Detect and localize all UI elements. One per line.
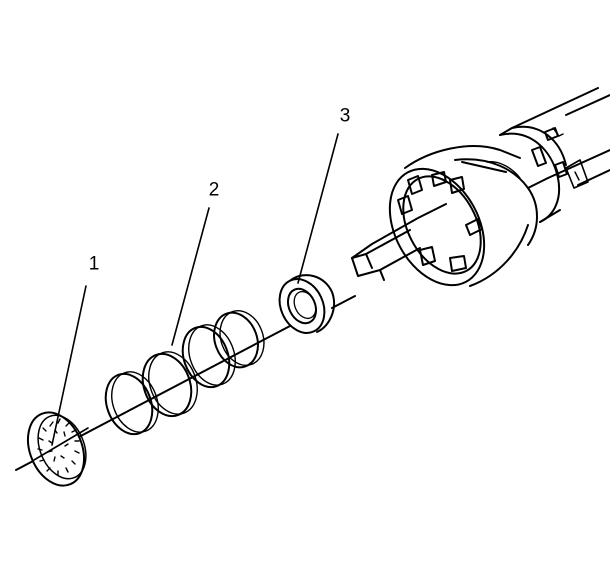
bearing-ring <box>278 274 336 334</box>
column-housing <box>388 87 610 287</box>
leader-line-2 <box>171 207 210 346</box>
callout-label-2: 2 <box>208 179 220 201</box>
leader-lines <box>51 133 339 446</box>
leader-line-1 <box>51 285 87 446</box>
callout-label-1: 1 <box>88 253 100 275</box>
retainer-disc <box>27 411 89 487</box>
leader-line-3 <box>297 133 339 284</box>
inner-shaft <box>351 203 447 281</box>
coil-spring <box>104 310 265 436</box>
callout-label-3: 3 <box>339 105 351 127</box>
